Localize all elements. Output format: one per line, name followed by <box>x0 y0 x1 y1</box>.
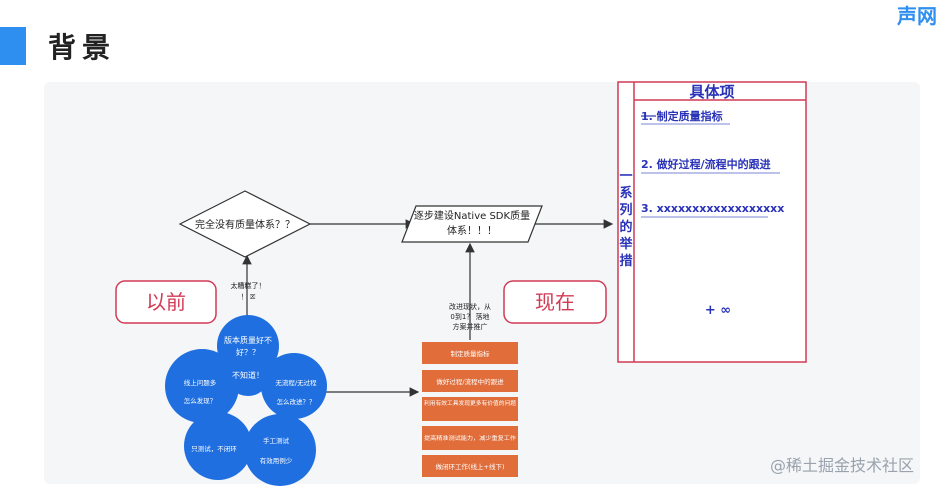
measure-item-1: 1. 制定质量指标 <box>641 109 723 123</box>
label-now-box <box>503 280 607 324</box>
label-before: 以前 <box>146 290 186 314</box>
vertical-char-4: 的 <box>619 219 632 235</box>
measure-items: 1. 制定质量指标 2. 做好过程/流程中的跟进 3. xxxxxxxxxxxx… <box>641 109 784 218</box>
circle-quality-line-2: 好？？ <box>236 347 260 357</box>
action-box-4 <box>422 426 518 450</box>
action-box-2 <box>422 370 518 392</box>
measure-item-3: 3. xxxxxxxxxxxxxxxxxx <box>641 202 784 215</box>
page-title: 背景 <box>48 31 117 64</box>
vertical-char-1: 一 <box>619 169 632 184</box>
circle-online-line-1: 线上问题多 <box>184 378 217 387</box>
note-right-line-3: 方案并推广 <box>453 322 488 331</box>
circle-process-line-3: 怎么改进？？ <box>277 397 316 406</box>
circle-online-line-3: 怎么发现？ <box>184 396 217 405</box>
action-box-1-text: 制定质量指标 <box>451 349 491 358</box>
measures-panel <box>617 81 807 363</box>
note-right-line-2: 0到1？ 落地 <box>450 312 489 321</box>
circle-unknown <box>226 352 270 396</box>
circle-unknown-text: 不知道！ <box>232 370 264 380</box>
vertical-char-2: 系 <box>619 185 632 201</box>
action-boxes: 制定质量指标 做好过程/流程中的跟进 利用有效工具发现更多有价值的问题 提高精准… <box>422 342 518 477</box>
action-box-3-text: 利用有效工具发现更多有价值的问题 <box>424 399 516 407</box>
circle-quality-line-1: 版本质量好不 <box>224 335 272 345</box>
action-box-1 <box>422 342 518 364</box>
action-box-5-text: 做闭环工作(线上+线下) <box>435 462 504 471</box>
circle-online-issues <box>165 349 239 423</box>
infinity-label: + ∞ <box>705 303 731 318</box>
goal-text-line-1: 逐步建设Native SDK质量 <box>414 209 530 222</box>
circle-test-only <box>184 412 252 480</box>
action-box-4-text: 提高精准测试能力，减少重复工作 <box>424 434 516 442</box>
circle-process-line-1: 无流程/无过程 <box>275 378 317 387</box>
circle-test-only-text: 只测试，不闭环 <box>191 444 237 453</box>
note-left-line-2: ！ 🗵 <box>241 293 256 301</box>
vertical-char-6: 措 <box>619 253 632 269</box>
vertical-label: 一 系 列 的 举 措 <box>618 169 633 269</box>
note-right-line-1: 改进现状，从 <box>449 302 491 311</box>
action-box-2-text: 做好过程/流程中的跟进 <box>436 377 504 386</box>
goal-text-line-2: 体系！！！ <box>447 225 497 237</box>
note-left-line-1: 太糟糕了！ <box>231 281 266 290</box>
decision-text: 完全没有质量体系？？ <box>195 218 295 231</box>
decision-diamond <box>178 190 312 258</box>
goal-parallelogram <box>401 205 543 243</box>
label-before-box <box>115 280 217 324</box>
action-box-5 <box>422 455 518 477</box>
brand-logo: 声网 <box>897 4 937 28</box>
vertical-char-5: 举 <box>618 236 633 252</box>
action-box-3 <box>422 397 518 421</box>
circle-no-process <box>261 353 327 419</box>
circle-manual-line-3: 有效用例少 <box>260 456 293 465</box>
problem-circles: 版本质量好不 好？？ 线上问题多 怎么发现？ 无流程/无过程 怎么改进？？ 不知… <box>165 315 327 486</box>
measures-panel-title: 具体项 <box>689 83 734 101</box>
vertical-char-3: 列 <box>619 202 632 218</box>
circle-manual-line-1: 手工测试 <box>263 436 290 445</box>
title-accent-bar <box>0 27 26 65</box>
watermark: @稀土掘金技术社区 <box>770 456 915 475</box>
measure-item-2: 2. 做好过程/流程中的跟进 <box>641 157 771 171</box>
label-now: 现在 <box>535 290 575 314</box>
circle-manual-test <box>244 414 316 486</box>
